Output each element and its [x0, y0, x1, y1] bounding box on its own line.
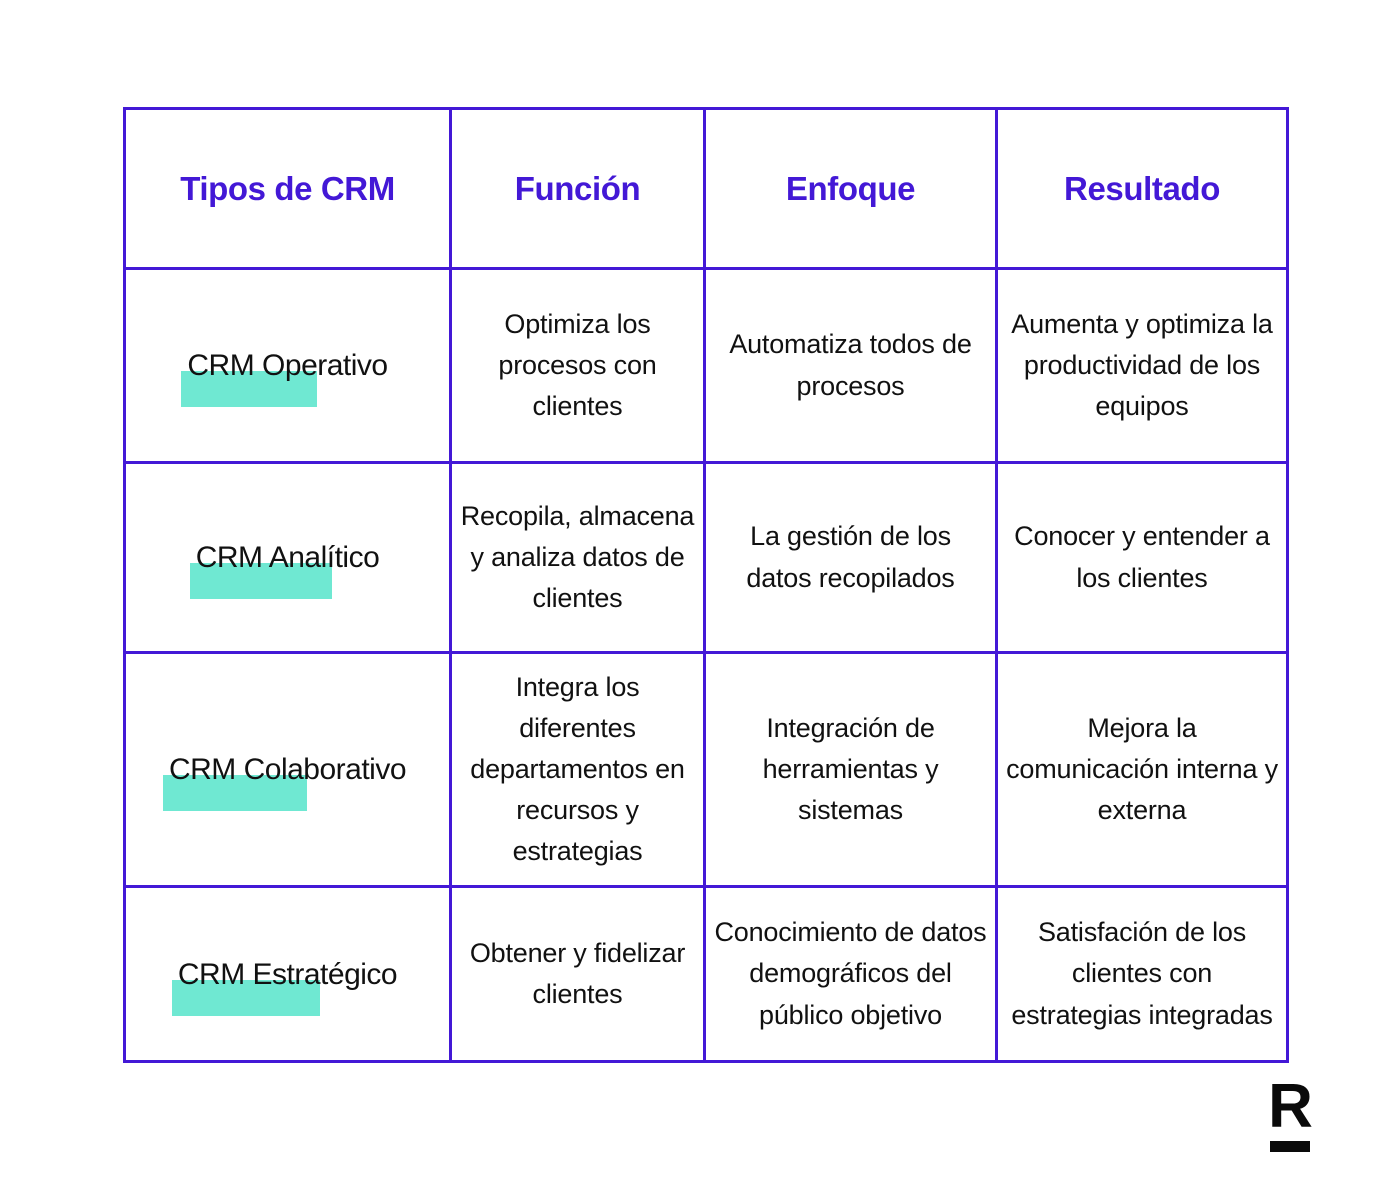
- cell-funcion: Recopila, almacena y analiza datos de cl…: [449, 461, 706, 654]
- cell-enfoque: La gestión de los datos recopilados: [703, 461, 998, 654]
- table-row: CRM Operativo Optimiza los procesos con …: [123, 267, 1289, 464]
- crm-type-text: CRM Colaborativo: [168, 753, 407, 786]
- table-header: Tipos de CRM Función Enfoque Resultado: [123, 107, 1289, 270]
- table-body: CRM Operativo Optimiza los procesos con …: [123, 267, 1289, 1063]
- cell-funcion: Optimiza los procesos con clientes: [449, 267, 706, 464]
- crm-type-text: CRM Analítico: [195, 541, 380, 574]
- crm-types-table: Tipos de CRM Función Enfoque Resultado C…: [123, 107, 1289, 1063]
- logo-letter-r: R: [1268, 1071, 1313, 1141]
- cell-enfoque: Conocimiento de datos demográficos del p…: [703, 885, 998, 1063]
- brand-logo: R: [1254, 1071, 1326, 1152]
- cell-resultado: Conocer y entender a los clientes: [995, 461, 1289, 654]
- table-row: CRM Colaborativo Integra los diferentes …: [123, 651, 1289, 888]
- crm-type-label: CRM Analítico: [189, 541, 380, 599]
- cell-resultado: Mejora la comunicación interna y externa: [995, 651, 1289, 888]
- cell-resultado: Aumenta y optimiza la productividad de l…: [995, 267, 1289, 464]
- cell-tipo-crm-analitico: CRM Analítico: [123, 461, 452, 654]
- column-header-tipos-de-crm: Tipos de CRM: [123, 107, 452, 270]
- cell-resultado: Satisfación de los clientes con estrateg…: [995, 885, 1289, 1063]
- cell-enfoque: Automatiza todos de procesos: [703, 267, 998, 464]
- table-row: CRM Analítico Recopila, almacena y anali…: [123, 461, 1289, 654]
- column-header-resultado: Resultado: [995, 107, 1289, 270]
- cell-tipo-crm-estrategico: CRM Estratégico: [123, 885, 452, 1063]
- crm-type-text: CRM Operativo: [187, 349, 388, 382]
- cell-funcion: Integra los diferentes departamentos en …: [449, 651, 706, 888]
- logo-underline-bar: [1270, 1141, 1310, 1152]
- cell-tipo-crm-operativo: CRM Operativo: [123, 267, 452, 464]
- table-row: CRM Estratégico Obtener y fidelizar clie…: [123, 885, 1289, 1063]
- cell-funcion: Obtener y fidelizar clientes: [449, 885, 706, 1063]
- crm-type-label: CRM Colaborativo: [162, 753, 407, 811]
- crm-type-label: CRM Estratégico: [171, 957, 398, 1016]
- crm-type-text: CRM Estratégico: [177, 957, 398, 991]
- crm-types-table-container: Tipos de CRM Función Enfoque Resultado C…: [123, 107, 1289, 1063]
- cell-tipo-crm-colaborativo: CRM Colaborativo: [123, 651, 452, 888]
- crm-type-label: CRM Operativo: [181, 349, 388, 407]
- cell-enfoque: Integración de herramientas y sistemas: [703, 651, 998, 888]
- table-header-row: Tipos de CRM Función Enfoque Resultado: [123, 107, 1289, 270]
- column-header-enfoque: Enfoque: [703, 107, 998, 270]
- column-header-funcion: Función: [449, 107, 706, 270]
